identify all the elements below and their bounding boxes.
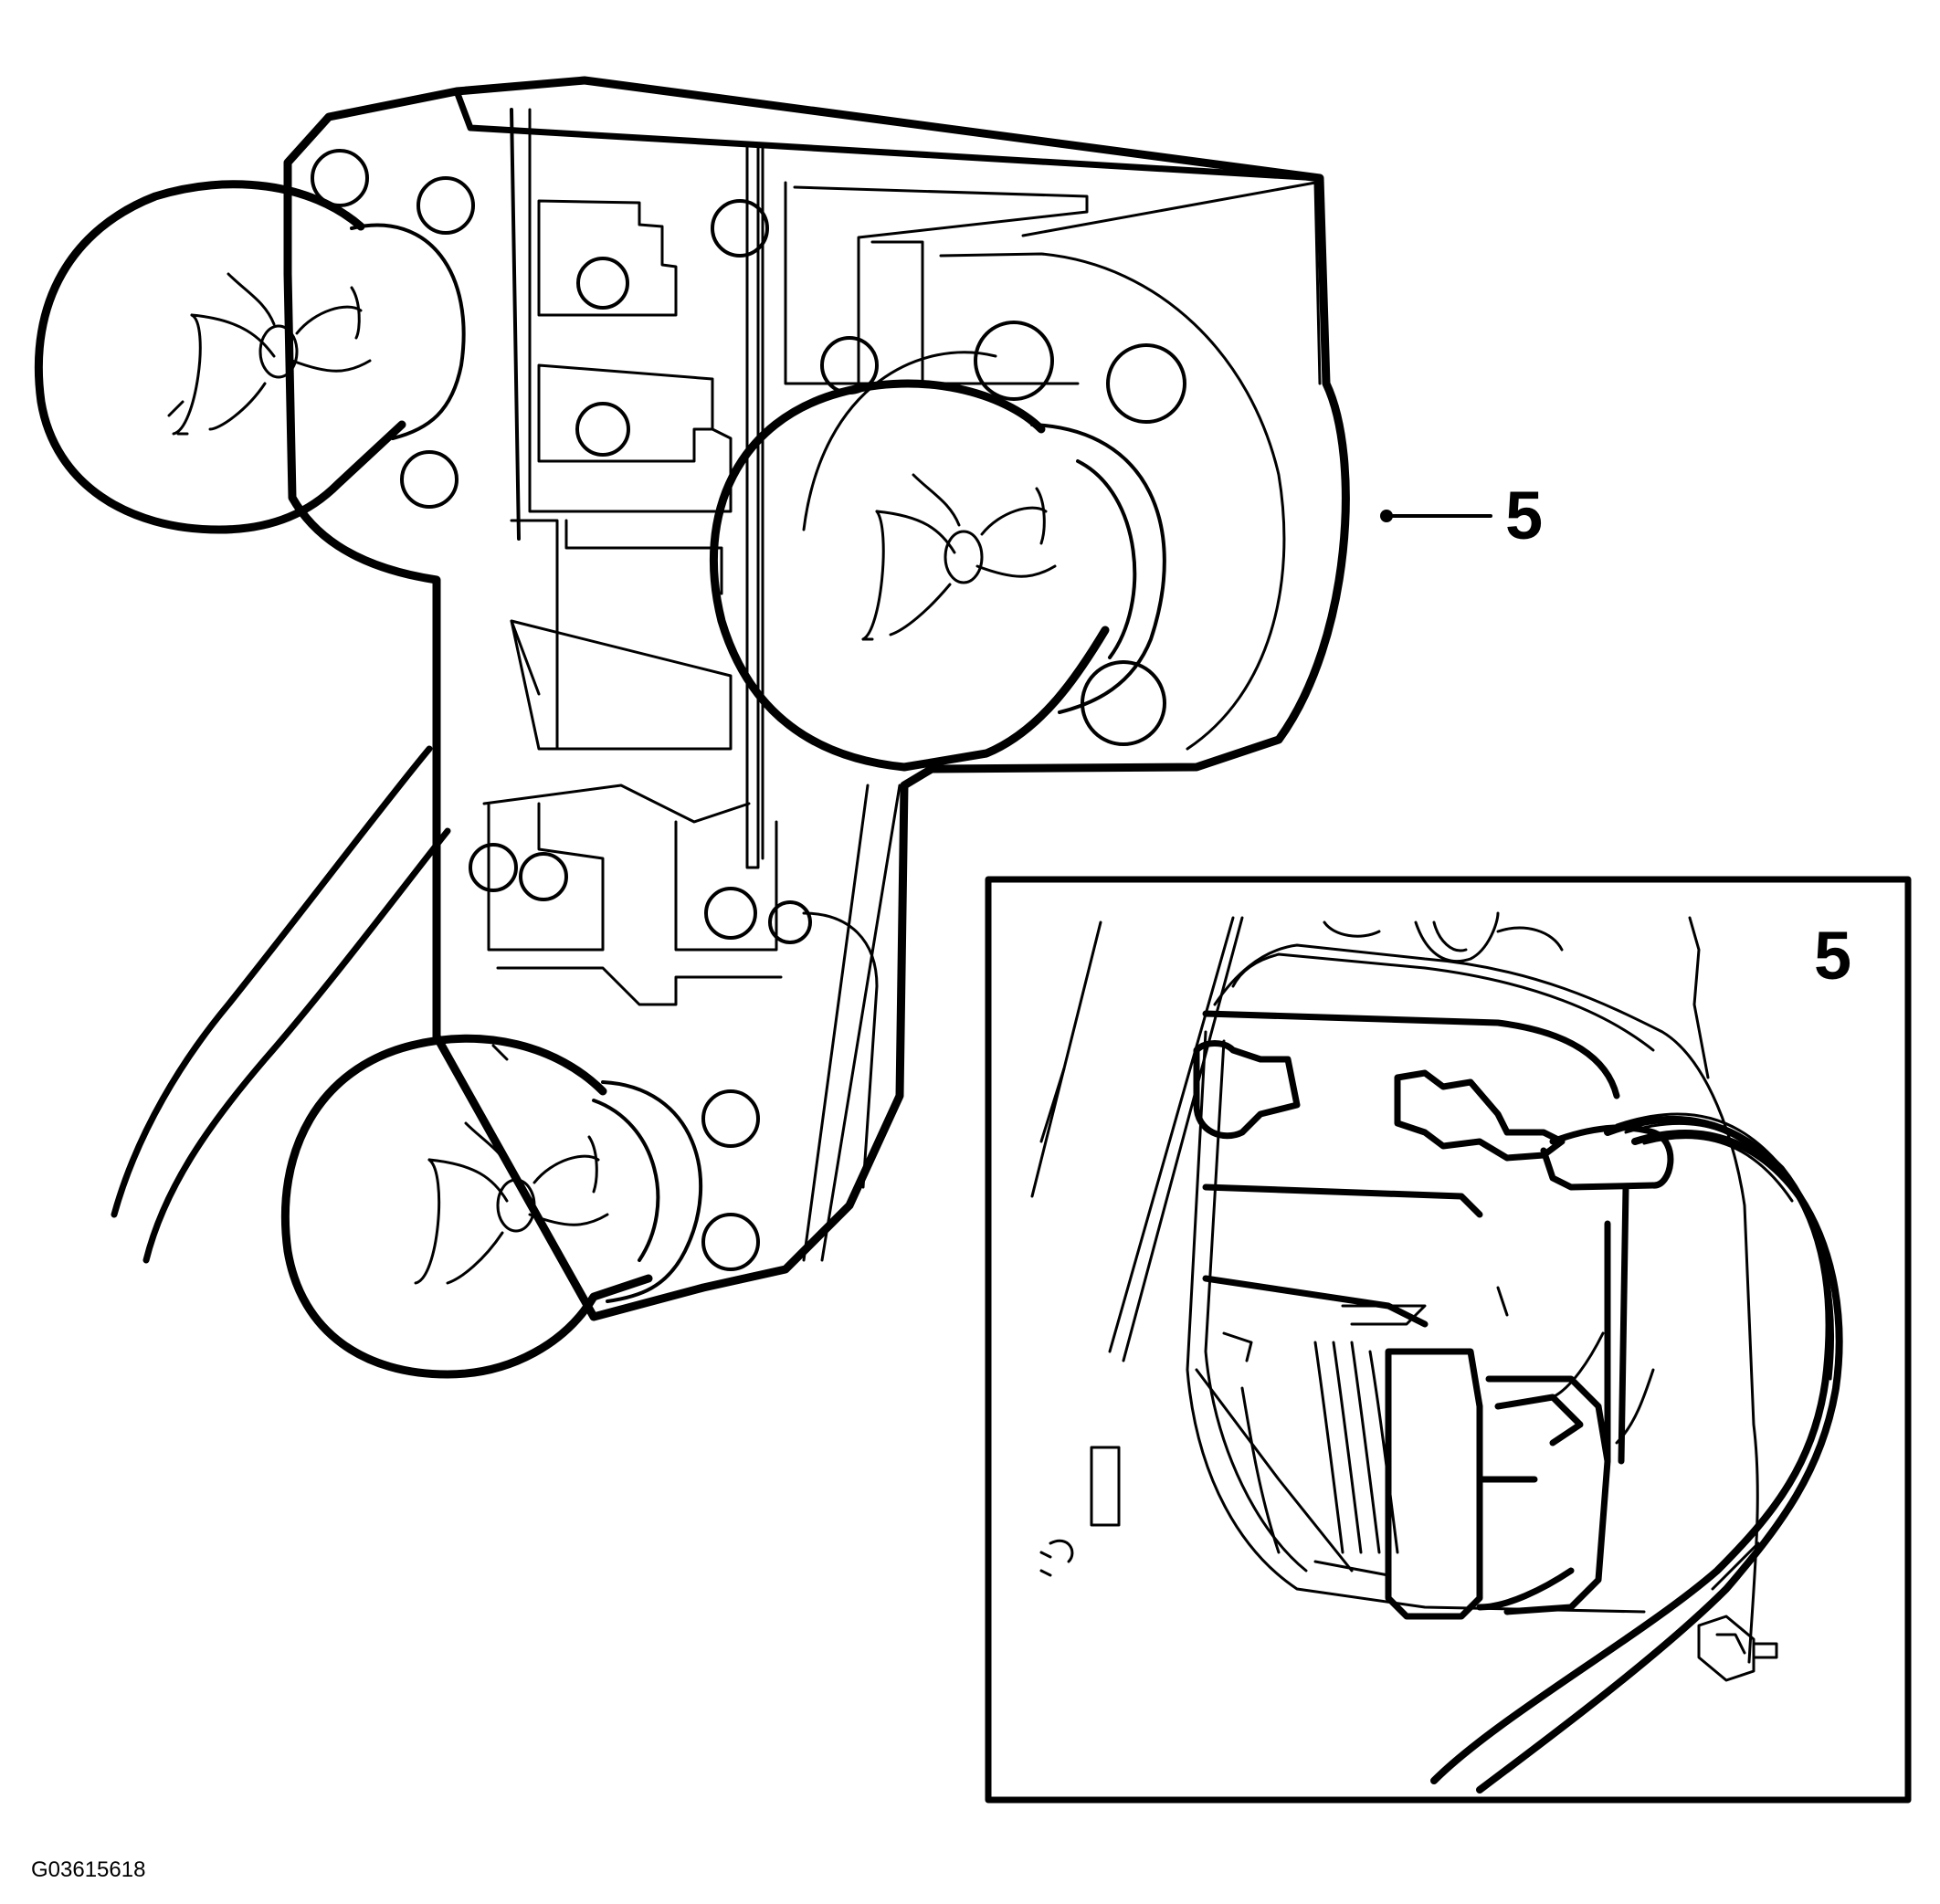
hole — [469, 843, 518, 892]
wire — [142, 827, 451, 1264]
hole — [519, 852, 568, 901]
bulb-holder-plate-outline — [283, 76, 1350, 1321]
hole — [701, 1089, 760, 1148]
hole — [701, 1213, 760, 1271]
wire — [111, 745, 433, 1218]
inset-frame — [985, 876, 1912, 1804]
bulb-center — [710, 379, 1110, 772]
hole — [416, 176, 475, 235]
callout-label-main: 5 — [1505, 478, 1544, 553]
hole — [576, 257, 629, 310]
hole — [575, 402, 630, 457]
figure-id-label: G03615618 — [31, 1857, 146, 1882]
inset-wire-bundle — [1430, 1112, 1843, 1794]
callout-main-dot — [1380, 510, 1393, 522]
hole — [400, 450, 459, 509]
bulb-lower-left — [280, 1034, 653, 1379]
hole — [768, 900, 812, 944]
hole — [311, 149, 369, 207]
bulb-upper-left — [34, 180, 406, 534]
hole — [974, 321, 1054, 401]
hole — [1106, 343, 1186, 424]
hole — [1081, 660, 1166, 746]
callout-label-inset: 5 — [1814, 918, 1852, 994]
inset-detail — [1030, 911, 1778, 1682]
hole — [704, 887, 757, 940]
hole — [711, 199, 769, 258]
